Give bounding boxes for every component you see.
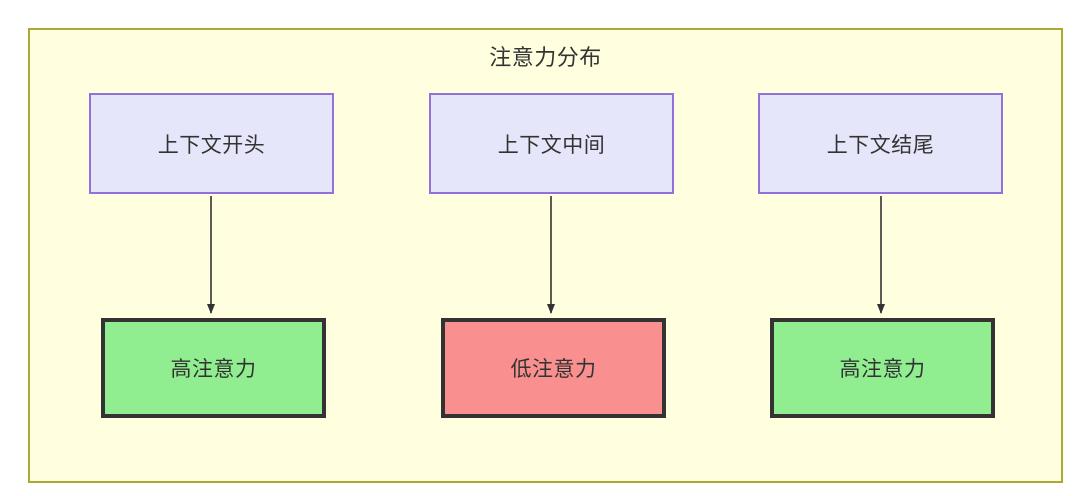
node-label: 高注意力 bbox=[170, 358, 257, 381]
node-context-start[interactable]: 上下文开头 bbox=[89, 93, 334, 194]
node-context-middle[interactable]: 上下文中间 bbox=[429, 93, 674, 194]
node-low-attention-middle[interactable]: 低注意力 bbox=[441, 318, 666, 418]
node-label: 上下文开头 bbox=[157, 133, 266, 157]
node-label: 低注意力 bbox=[510, 358, 597, 381]
node-high-attention-start[interactable]: 高注意力 bbox=[101, 318, 326, 418]
node-label: 上下文中间 bbox=[497, 133, 606, 157]
node-label: 上下文结尾 bbox=[826, 133, 935, 157]
node-label: 高注意力 bbox=[839, 358, 926, 381]
node-context-end[interactable]: 上下文结尾 bbox=[758, 93, 1003, 194]
node-high-attention-end[interactable]: 高注意力 bbox=[770, 318, 995, 418]
subgraph-title: 注意力分布 bbox=[489, 45, 602, 70]
